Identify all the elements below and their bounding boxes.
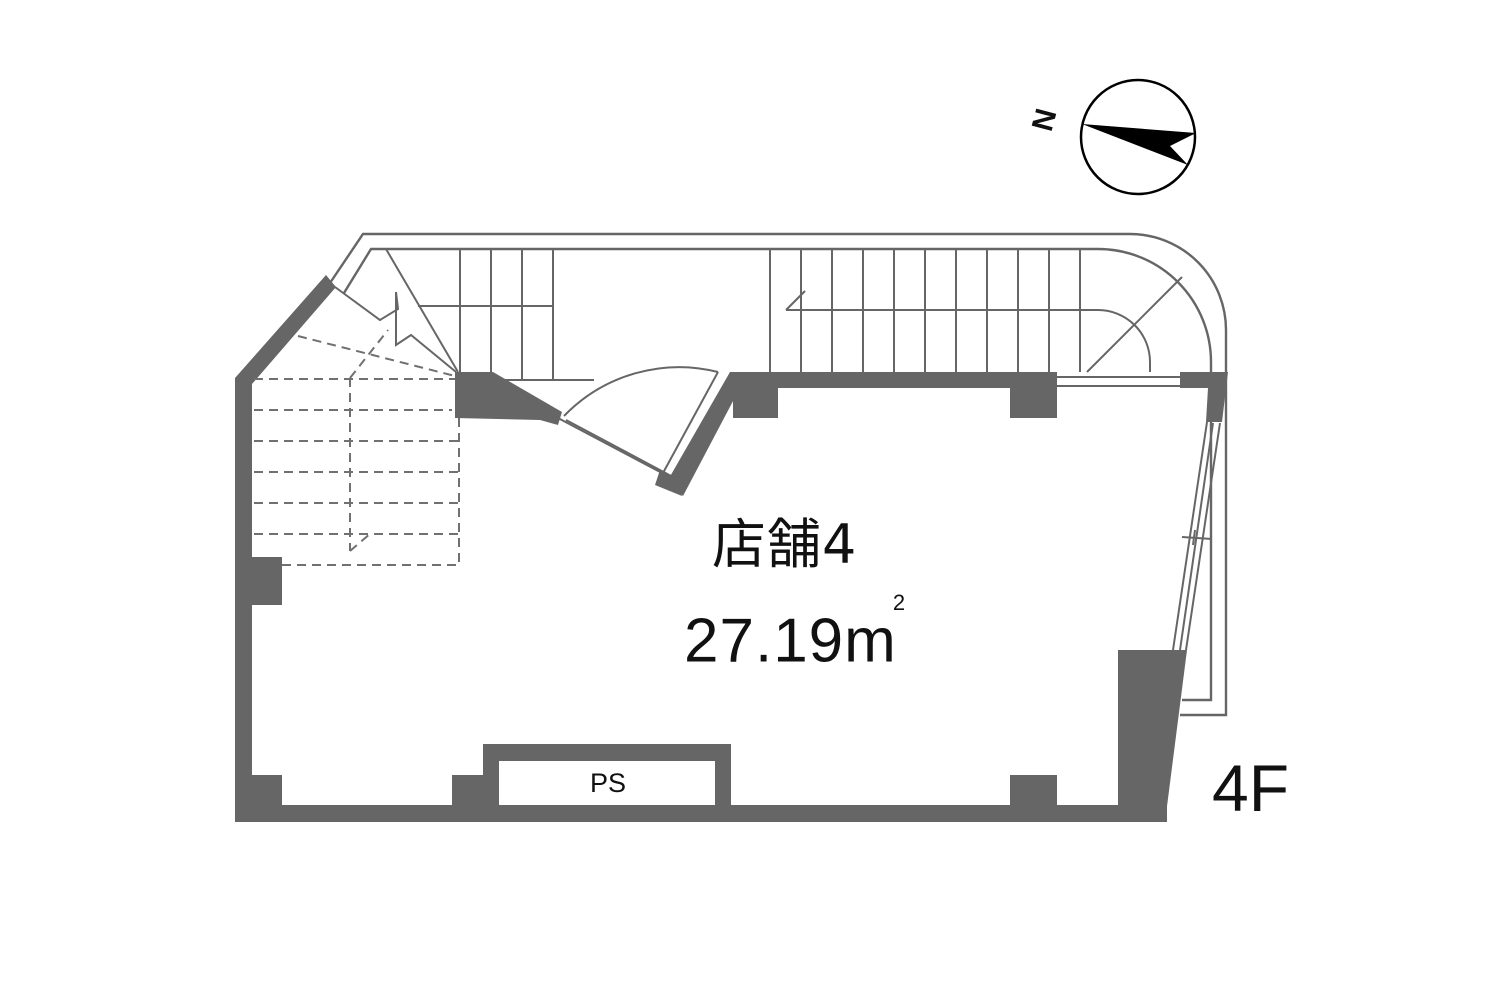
room-area-value: 27.19m bbox=[684, 606, 897, 676]
room-area: 27.19m2 bbox=[684, 590, 910, 677]
floor-label: 4F bbox=[1212, 751, 1290, 825]
walls bbox=[235, 275, 1228, 822]
area-unit-superscript: 2 bbox=[892, 590, 907, 615]
room-name: 店舗4 bbox=[712, 513, 858, 576]
stair-right-upper bbox=[769, 249, 1183, 387]
north-arrow-icon bbox=[1079, 78, 1197, 196]
pipe-shaft-label: PS bbox=[590, 768, 627, 798]
right-window bbox=[1172, 421, 1221, 651]
stair-below-dashed bbox=[254, 329, 460, 566]
stair-left-upper bbox=[334, 248, 594, 381]
